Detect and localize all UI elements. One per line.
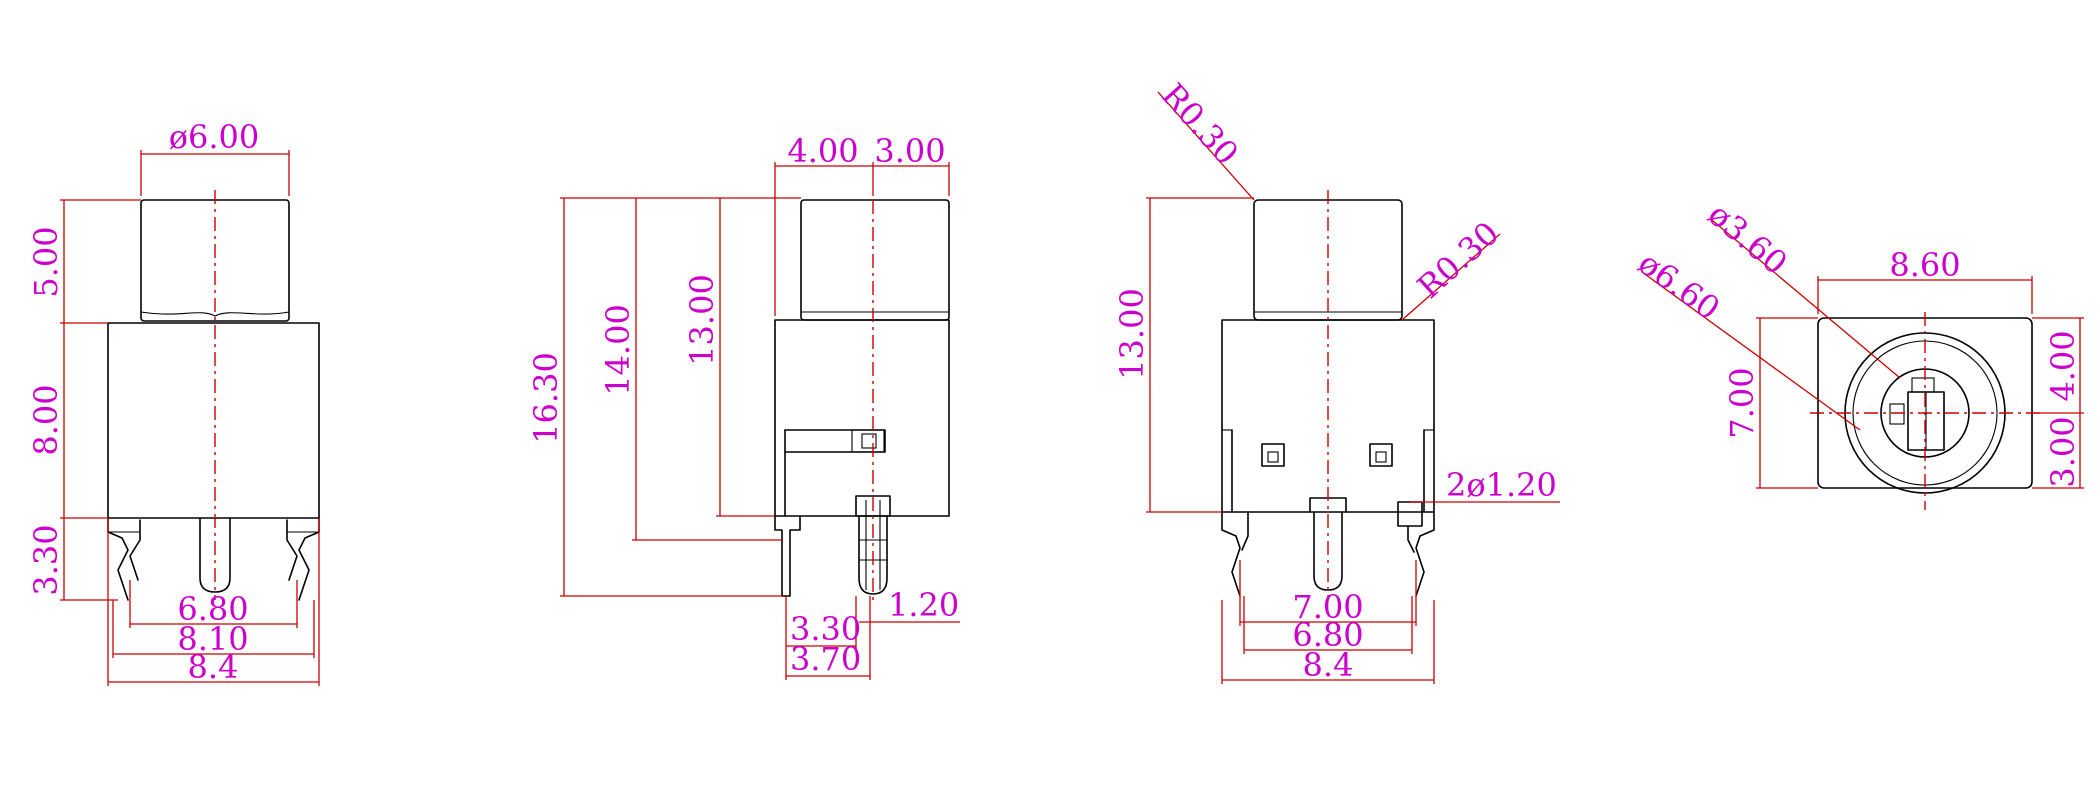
dim-radius-top: R0.30 [1154,76,1246,172]
dim-lower-offset: 3.00 [2044,416,2082,487]
dim-body-height: 8.00 [27,384,65,455]
dim-outer-diameter: ø6.60 [1631,244,1727,328]
back-dimensions: R0.30 R0.30 13.00 2ø1.20 7.00 6.80 8.4 [1113,76,1560,684]
front-view-outline [107,199,320,601]
front-view: ø6.00 5.00 8.00 3.30 6.80 8.10 8.4 [27,118,320,686]
back-view: R0.30 R0.30 13.00 2ø1.20 7.00 6.80 8.4 [1113,76,1560,684]
side-view: 4.00 3.00 16.30 14.00 13.00 3.30 1.20 3.… [527,132,960,680]
top-centerlines [1810,312,2040,510]
front-dimensions: ø6.00 5.00 8.00 3.30 6.80 8.10 8.4 [27,118,320,686]
dim-radius-side: R0.30 [1410,214,1506,306]
dim-base-depth: 3.70 [790,640,861,678]
dim-inner-span: 6.80 [177,590,248,628]
dim-top-a: 4.00 [787,132,858,170]
dim-pin-height: 3.30 [27,524,65,595]
dim-total-height: 16.30 [527,352,565,444]
dim-mid-span: 8.10 [177,620,248,658]
dim-top-width: 8.60 [1889,246,1960,284]
top-dimensions: ø3.60 ø6.60 8.60 7.00 4.00 3.00 [1631,195,2084,489]
top-view: ø3.60 ø6.60 8.60 7.00 4.00 3.00 [1631,195,2084,510]
dim-body-height-side: 13.00 [683,274,721,366]
dim-cap-diameter: ø6.00 [169,118,260,156]
dim-span-a: 7.00 [1292,588,1363,626]
dim-inner-diameter: ø3.60 [1701,195,1795,282]
dim-outer-width: 8.4 [188,648,239,686]
dim-top-b: 3.00 [874,132,945,170]
dim-upper-offset: 4.00 [2044,330,2082,401]
dim-span-b: 6.80 [1292,616,1363,654]
dim-back-width: 8.4 [1303,646,1354,684]
side-dimensions: 4.00 3.00 16.30 14.00 13.00 3.30 1.20 3.… [527,132,960,680]
side-view-outline [774,199,950,597]
dim-cap-height: 5.00 [27,226,65,297]
dim-pin-width: 1.20 [888,586,959,624]
dim-mid-height: 14.00 [599,304,637,396]
dim-top-height: 7.00 [1723,367,1761,438]
dim-hole-diameter: 2ø1.20 [1446,466,1557,504]
dim-back-height: 13.00 [1113,288,1151,380]
dim-pin-offset: 3.30 [790,610,861,648]
